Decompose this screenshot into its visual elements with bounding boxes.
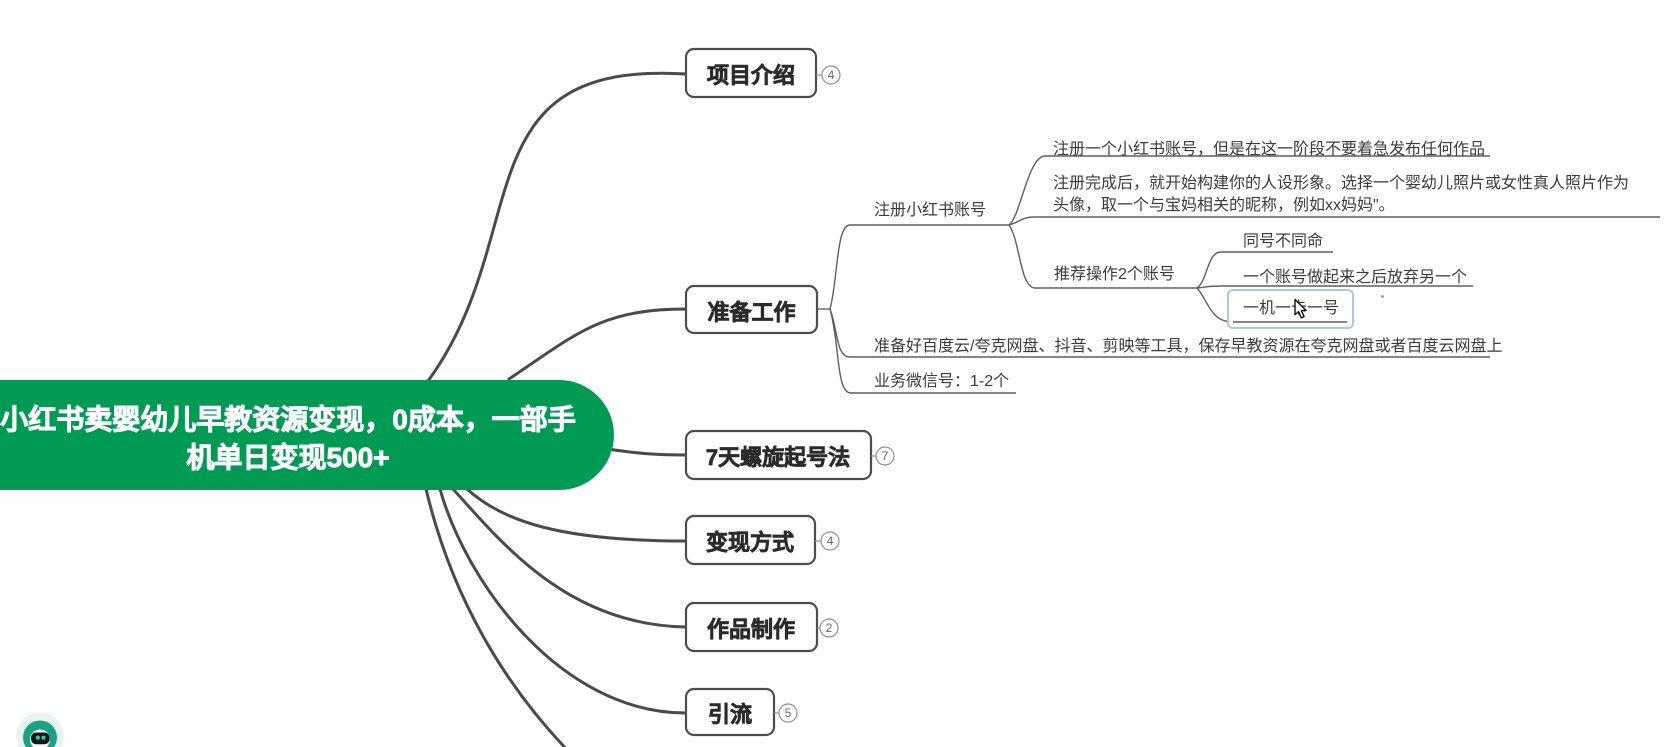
svg-text:2: 2 (826, 621, 833, 635)
svg-text:一个账号做起来之后放弃另一个: 一个账号做起来之后放弃另一个 (1243, 268, 1467, 286)
svg-text:小红书卖婴幼儿早教资源变现，0成本，一部手: 小红书卖婴幼儿早教资源变现，0成本，一部手 (0, 403, 576, 435)
svg-text:同号不同命: 同号不同命 (1243, 232, 1323, 250)
svg-text:推荐操作2个账号: 推荐操作2个账号 (1054, 265, 1175, 283)
svg-text:引流: 引流 (708, 702, 752, 727)
svg-text:业务微信号：1-2个: 业务微信号：1-2个 (874, 372, 1009, 390)
svg-text:头像，取一个与宝妈相关的昵称，例如xx妈妈"。: 头像，取一个与宝妈相关的昵称，例如xx妈妈"。 (1053, 196, 1395, 214)
svg-text:7天螺旋起号法: 7天螺旋起号法 (706, 445, 850, 470)
svg-text:4: 4 (827, 534, 834, 548)
svg-text:项目介绍: 项目介绍 (707, 63, 795, 88)
svg-text:7: 7 (882, 449, 889, 463)
svg-text:变现方式: 变现方式 (706, 530, 794, 555)
svg-text:注册小红书账号: 注册小红书账号 (874, 201, 986, 219)
svg-text:注册完成后，就开始构建你的人设形象。选择一个婴幼儿照片或女性: 注册完成后，就开始构建你的人设形象。选择一个婴幼儿照片或女性真人照片作为 (1053, 173, 1629, 192)
svg-text:注册一个小红书账号，但是在这一阶段不要着急发布任何作品: 注册一个小红书账号，但是在这一阶段不要着急发布任何作品 (1053, 140, 1485, 158)
svg-text:一机一卡一号: 一机一卡一号 (1243, 299, 1339, 317)
svg-text:5: 5 (785, 706, 792, 720)
svg-text:4: 4 (828, 68, 835, 82)
svg-text:准备工作: 准备工作 (707, 300, 795, 325)
svg-text:作品制作: 作品制作 (707, 617, 795, 642)
svg-text:机单日变现500+: 机单日变现500+ (186, 441, 389, 473)
svg-text:准备好百度云/夸克网盘、抖音、剪映等工具，保存早教资源在夸克: 准备好百度云/夸克网盘、抖音、剪映等工具，保存早教资源在夸克网盘或者百度云网盘上 (874, 336, 1502, 355)
